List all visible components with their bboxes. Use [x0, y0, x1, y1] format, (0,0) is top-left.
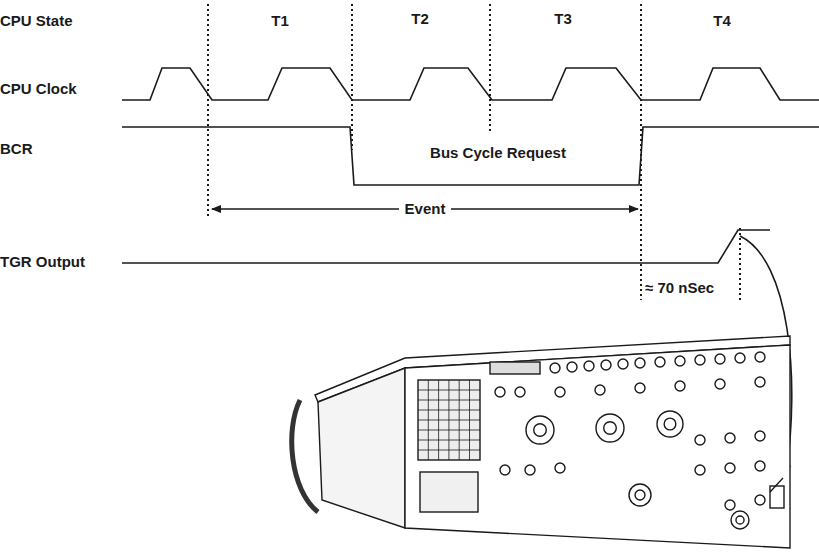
large-knob [731, 511, 749, 529]
small-knob [675, 381, 685, 391]
event-label: Event [399, 201, 452, 218]
small-knob [695, 355, 705, 365]
small-knob [755, 352, 765, 362]
small-knob [715, 379, 725, 389]
dotted-state-boundaries [208, 4, 740, 300]
grid-line [469, 380, 470, 460]
small-knob [635, 358, 645, 368]
knob-center [635, 490, 645, 500]
small-knob [735, 353, 745, 363]
grid-line [459, 380, 460, 460]
small-knob [755, 431, 765, 441]
small-knob [601, 360, 611, 370]
small-knob [675, 356, 685, 366]
knob-center [664, 418, 676, 430]
small-knob [635, 383, 645, 393]
small-knob [695, 435, 705, 445]
small-knob [525, 465, 535, 475]
small-knob [500, 465, 510, 475]
row-label: CPU Clock [0, 81, 77, 98]
small-knob [515, 387, 525, 397]
large-knob [629, 484, 651, 506]
small-knob [725, 500, 735, 510]
knob-center [604, 422, 617, 435]
small-knob [725, 463, 735, 473]
large-knob [526, 416, 554, 444]
small-knob [725, 433, 735, 443]
small-knob [655, 357, 665, 367]
grid-line [428, 380, 429, 460]
row-label: TGR Output [0, 254, 85, 271]
grid-line [448, 380, 449, 460]
row-label: CPU State [0, 13, 73, 30]
large-knob [657, 411, 683, 437]
knob-center [534, 424, 547, 437]
small-knob [695, 465, 705, 475]
small-knob [618, 359, 628, 369]
grid-line [438, 380, 439, 460]
small-knob [755, 377, 765, 387]
large-knob [596, 414, 624, 442]
state-label: T4 [713, 13, 731, 30]
small-knob [715, 354, 725, 364]
state-label: T1 [271, 13, 289, 30]
state-label: T2 [411, 11, 429, 28]
delay-dimension: ≈ 70 nSec [645, 280, 714, 297]
knob-center [736, 516, 744, 524]
row-label: BCR [0, 141, 33, 158]
small-knob [755, 495, 765, 505]
control-knobs [495, 352, 784, 529]
small-knob [755, 461, 765, 471]
small-knob [595, 385, 605, 395]
screen-grid [418, 380, 480, 460]
small-knob [550, 363, 560, 373]
state-label: T3 [554, 11, 572, 28]
small-knob [555, 387, 565, 397]
small-knob [584, 361, 594, 371]
oscilloscope-illustration [292, 336, 790, 548]
small-knob [567, 362, 577, 372]
signal-annotation: Bus Cycle Request [430, 145, 566, 162]
small-knob [495, 387, 505, 397]
small-knob [555, 463, 565, 473]
